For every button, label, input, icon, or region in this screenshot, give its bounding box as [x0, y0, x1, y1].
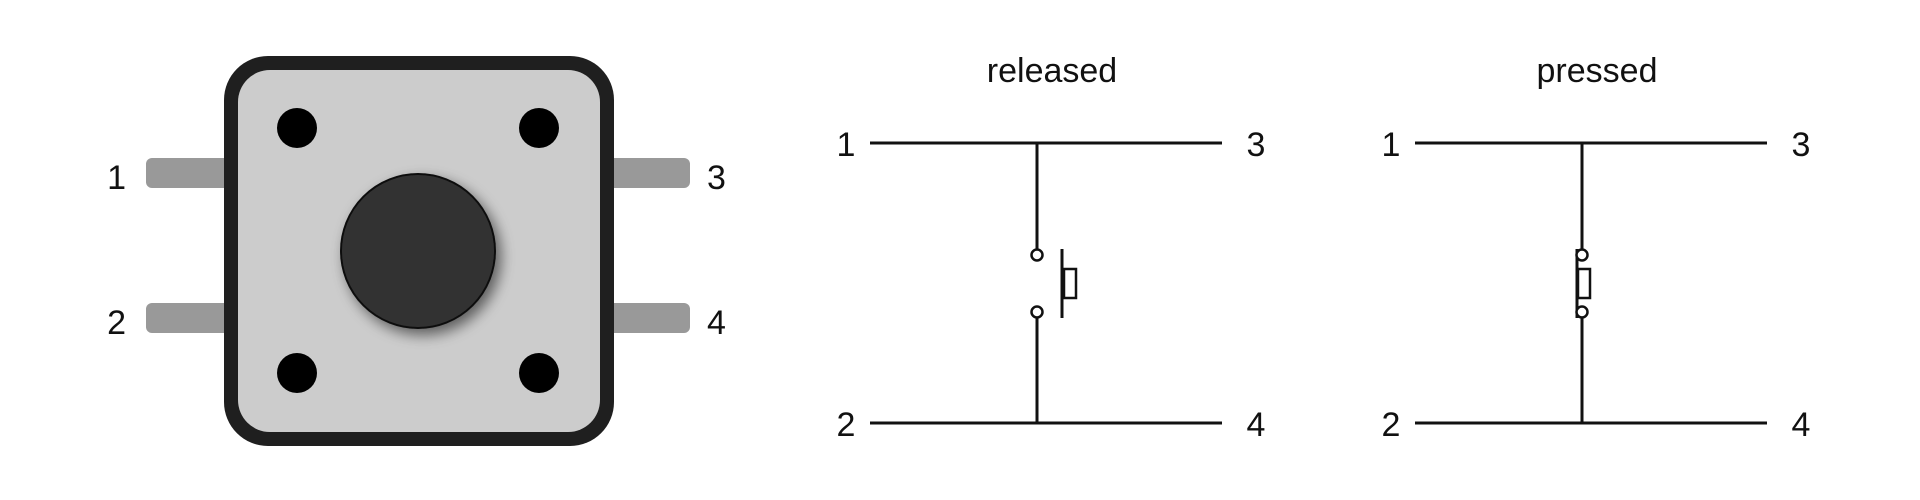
- mount-hole-icon: [519, 353, 559, 393]
- schematic-pressed: pressed 1 2 3 4: [1382, 52, 1811, 444]
- contact-upper: [1030, 248, 1044, 262]
- pin-3-leg: [595, 158, 690, 188]
- pin-4-leg: [595, 303, 690, 333]
- pin-label-2: 2: [107, 304, 126, 342]
- pushbutton-symbol-icon: [1060, 249, 1078, 318]
- contact-lower: [1030, 305, 1044, 319]
- mount-hole-icon: [519, 108, 559, 148]
- button-cap-icon: [340, 173, 496, 329]
- contact-upper: [1575, 248, 1589, 262]
- schematic-title-pressed: pressed: [1537, 52, 1658, 90]
- schematic-pin-label-3: 3: [1247, 126, 1266, 164]
- schematic-pin-label-4: 4: [1247, 406, 1266, 444]
- schematic-title-released: released: [987, 52, 1117, 90]
- schematic-pin-label-1: 1: [1382, 126, 1401, 164]
- pin-label-3: 3: [707, 159, 726, 197]
- pin-label-1: 1: [107, 159, 126, 197]
- schematic-pin-label-1: 1: [837, 126, 856, 164]
- schematic-pin-label-4: 4: [1792, 406, 1811, 444]
- pin-1-leg: [146, 158, 241, 188]
- schematic-pin-label-2: 2: [837, 406, 856, 444]
- mount-hole-icon: [277, 353, 317, 393]
- contact-lower: [1575, 305, 1589, 319]
- schematic-pin-label-3: 3: [1792, 126, 1811, 164]
- schematic-pin-label-2: 2: [1382, 406, 1401, 444]
- pin-label-4: 4: [707, 304, 726, 342]
- schematic-released: released 1 2 3 4: [837, 52, 1266, 444]
- pushbutton-symbol-icon: [1575, 249, 1592, 318]
- pushbutton-physical: 1 2 3 4: [107, 56, 726, 446]
- pin-2-leg: [146, 303, 241, 333]
- mount-hole-icon: [277, 108, 317, 148]
